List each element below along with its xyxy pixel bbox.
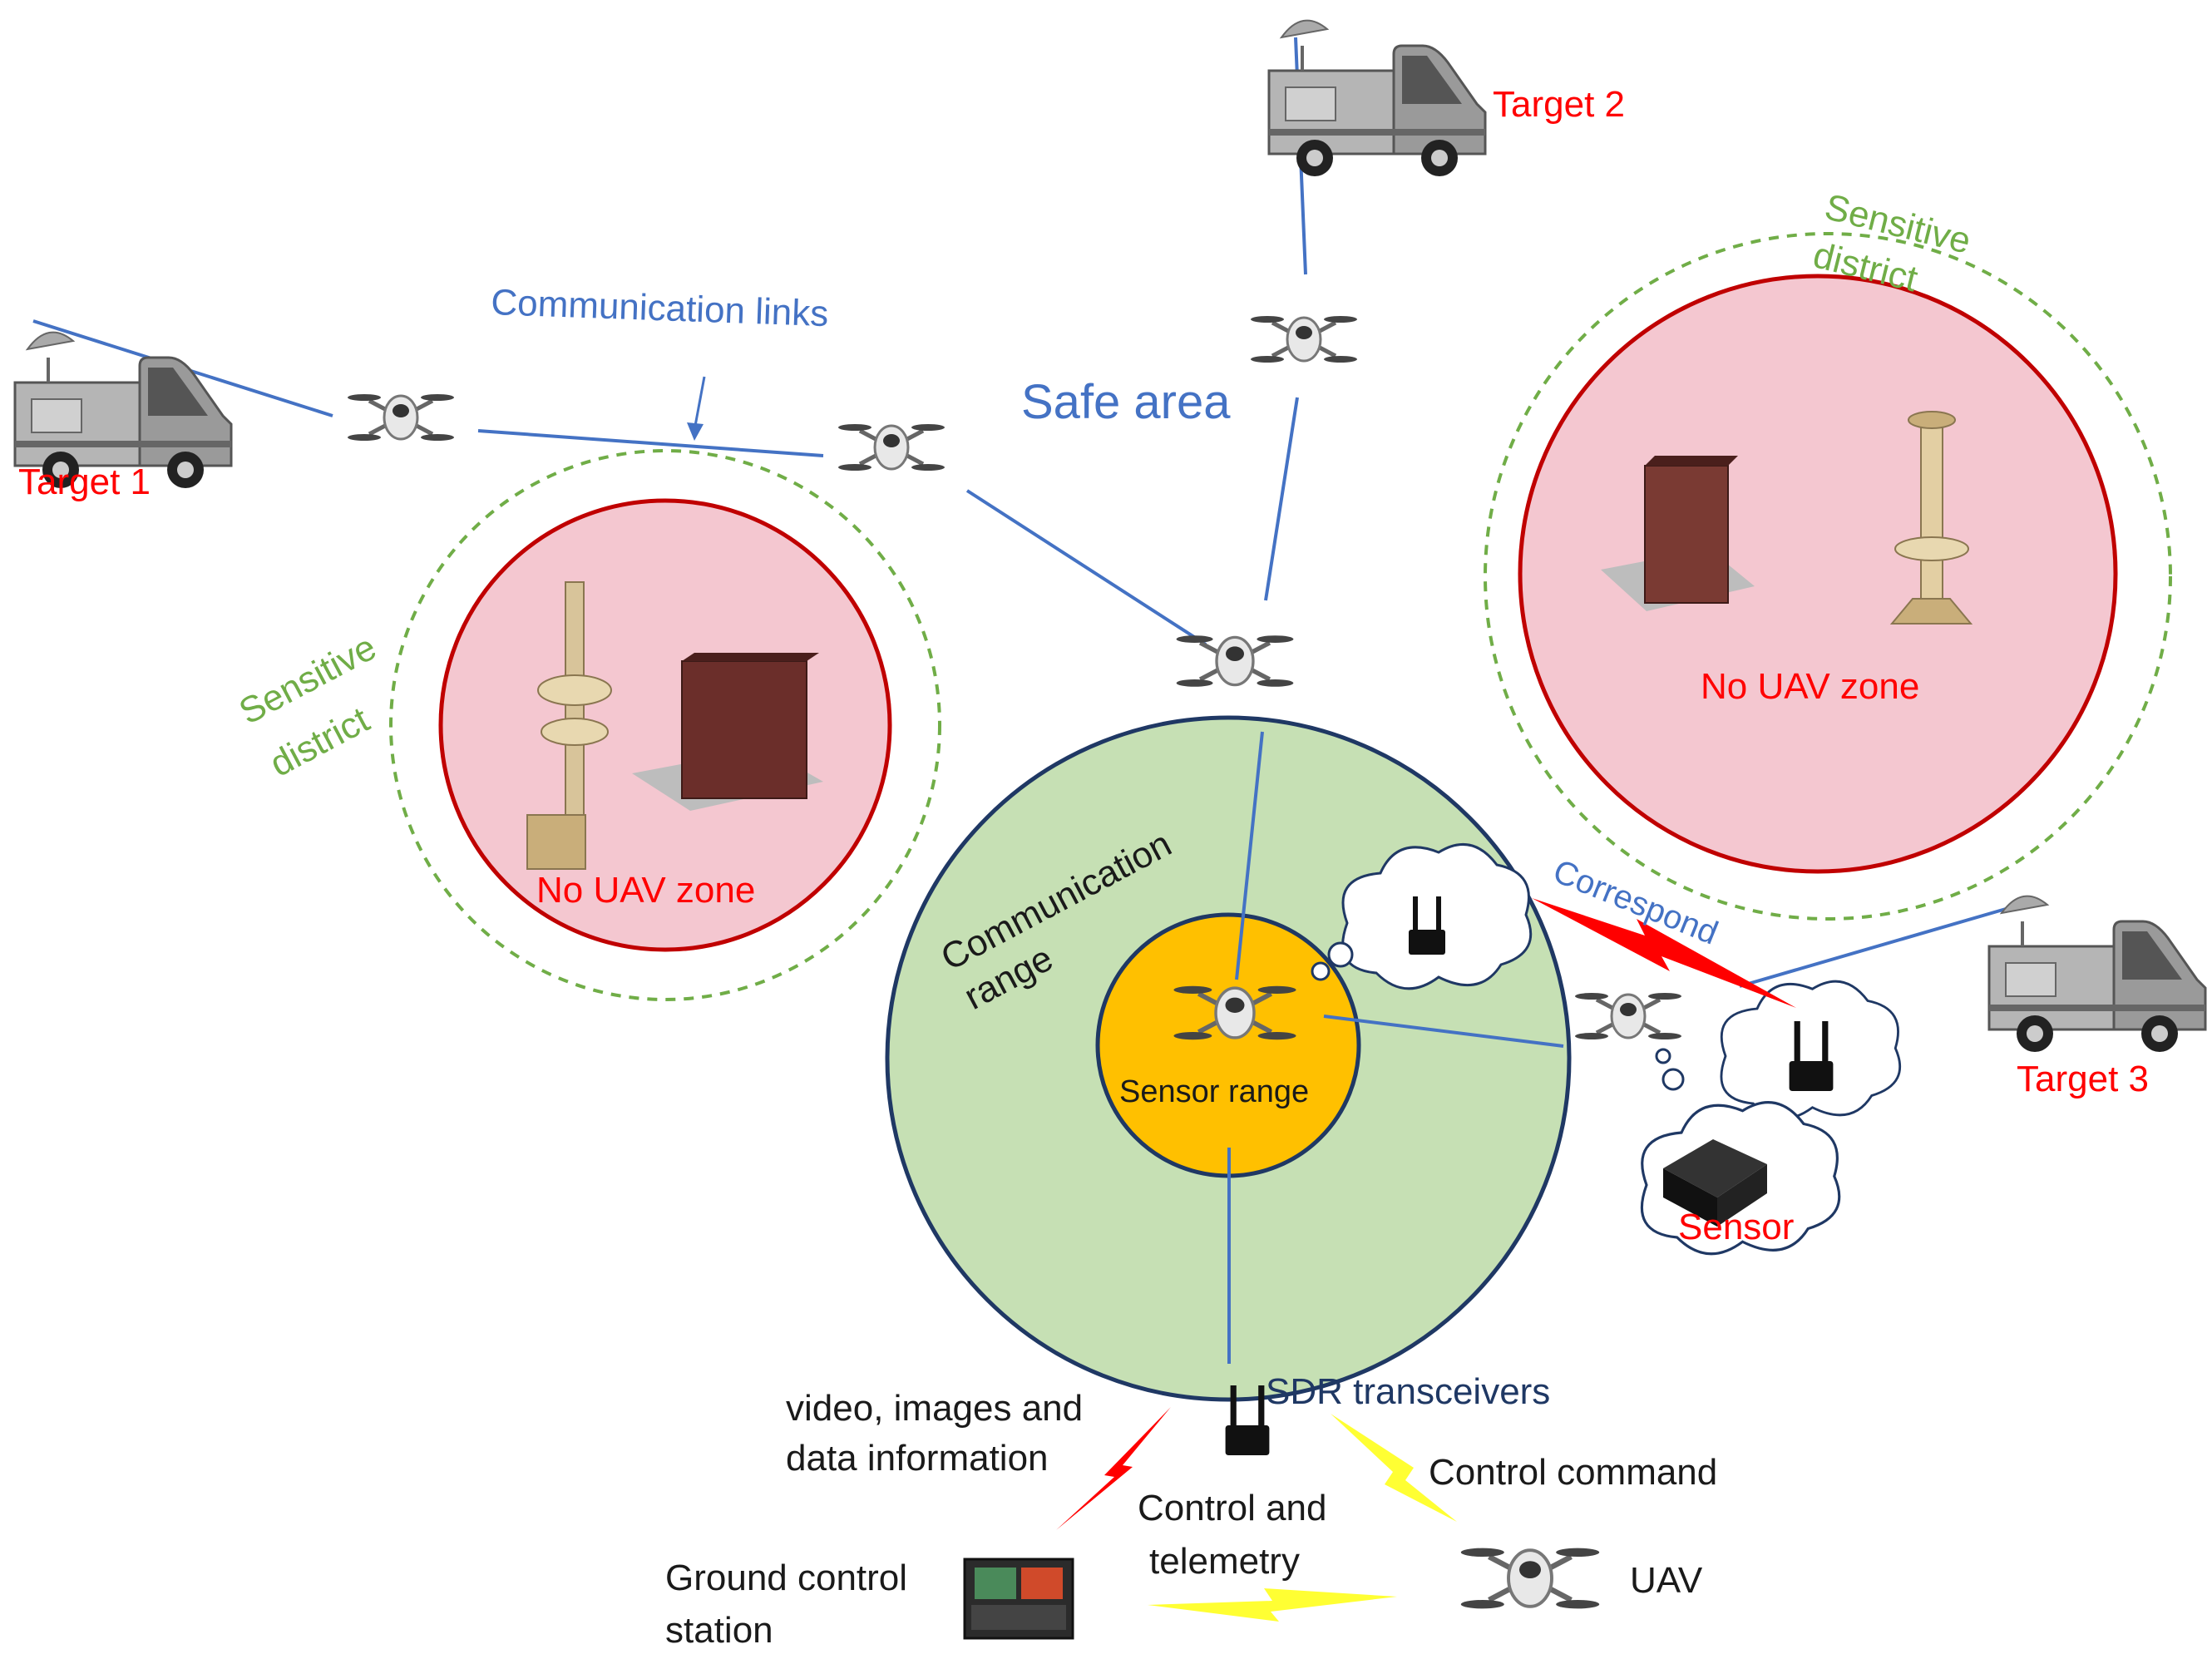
video-images-label-1: video, images and	[786, 1388, 1083, 1429]
thought-dot-sensing-2	[1327, 941, 1354, 968]
video-images-label-2: data information	[786, 1438, 1049, 1479]
tower-left-icon	[526, 581, 612, 870]
relay-uav-1-icon	[348, 394, 454, 441]
tower-right-icon	[1889, 411, 1973, 625]
sensor-label: Sensor	[1678, 1207, 1794, 1247]
sensitive-district-right-boundary	[1484, 232, 2172, 921]
uav-label: UAV	[1630, 1560, 1703, 1601]
thought-dot-sensing-1	[1311, 961, 1331, 981]
uav-legend-icon	[1461, 1548, 1599, 1609]
sensitive-district-left-boundary	[389, 449, 941, 1001]
control-telemetry-label-2: telemetry	[1149, 1541, 1300, 1582]
no-uav-zone-right	[1518, 274, 2118, 874]
safe-area-label: Safe area	[1021, 375, 1231, 429]
ground-control-station-icon	[963, 1558, 1074, 1640]
building-right-icon	[1601, 456, 1755, 611]
communication-links-arrow-shaft	[694, 376, 706, 427]
no-uav-zone-right-label: No UAV zone	[1701, 666, 1919, 707]
sensor-range-label: Sensor range	[1119, 1074, 1309, 1109]
ground-control-station-label-1: Ground control	[665, 1558, 907, 1598]
sensor-device-icon	[1663, 1139, 1767, 1227]
ground-control-station-label-2: station	[665, 1610, 773, 1651]
corresponding-uav-icon	[1575, 993, 1681, 1039]
sdr-transceivers-label: SDR transceivers	[1266, 1371, 1550, 1412]
communication-links-label: Communication links	[491, 282, 829, 334]
thought-dot-sensor-1	[1655, 1048, 1671, 1064]
building-left-icon	[632, 653, 823, 811]
relay-uav-3-icon	[1251, 316, 1357, 363]
control-command-flash-icon	[1331, 1414, 1457, 1522]
no-uav-zone-left-label: No UAV zone	[536, 870, 755, 911]
target2-van-icon	[1267, 18, 1487, 179]
target3-label: Target 3	[2017, 1059, 2149, 1099]
control-command-label: Control command	[1429, 1452, 1717, 1493]
relay-uav-2-icon	[838, 424, 945, 471]
thought-dot-sensor-2	[1661, 1068, 1685, 1091]
thought-bubble-transceiver	[1720, 980, 1902, 1120]
communication-links-arrow-head	[687, 422, 704, 441]
sensor-range-circle	[1095, 912, 1361, 1178]
target1-label: Target 1	[18, 462, 151, 502]
target2-label: Target 2	[1493, 84, 1625, 125]
control-telemetry-flash-icon	[1148, 1588, 1397, 1622]
video-flash-icon	[1056, 1407, 1171, 1530]
relay-uav-4-icon	[1177, 635, 1294, 687]
control-telemetry-label-1: Control and	[1138, 1488, 1326, 1528]
target3-van-icon	[1987, 894, 2207, 1054]
correspond-flash-icon	[1532, 898, 1796, 1008]
